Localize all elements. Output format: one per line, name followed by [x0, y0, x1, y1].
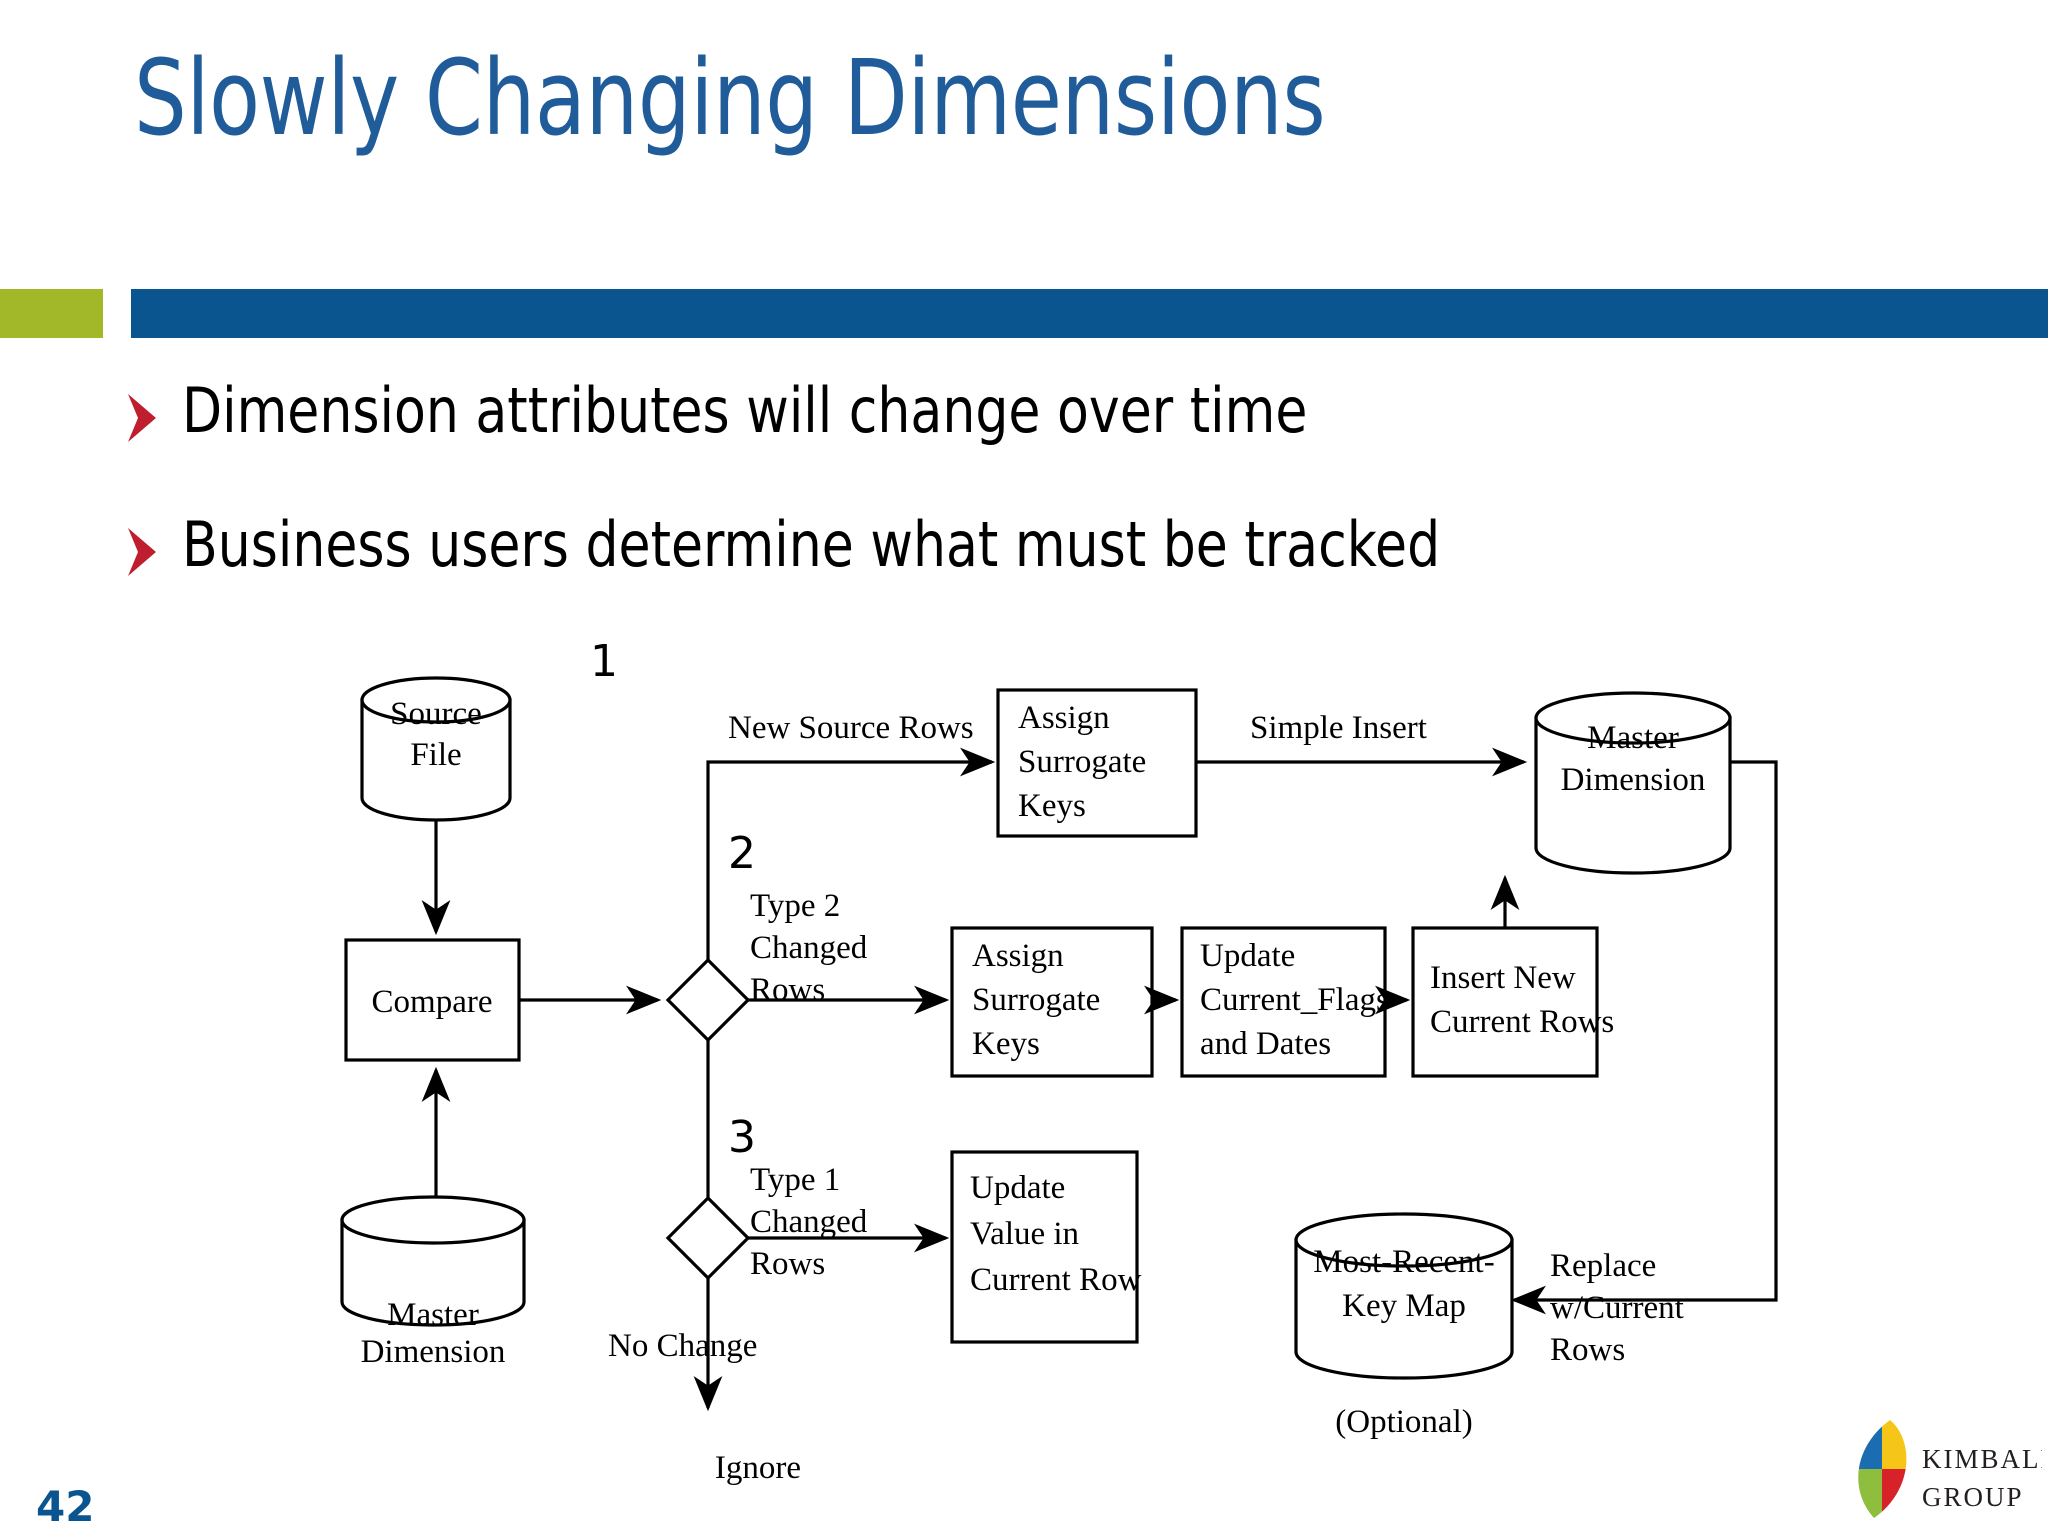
node-source-file-label-2: File: [410, 737, 461, 773]
node-update-flags-label-3: and Dates: [1200, 1026, 1331, 1062]
node-update-value-label-3: Current Row: [970, 1262, 1142, 1298]
node-update-flags-label-1: Update: [1200, 938, 1295, 974]
edge-label-type1-l3: Rows: [750, 1246, 825, 1282]
chevron-right-icon: [120, 522, 166, 582]
node-assign-keys-new-label-2: Surrogate: [1018, 744, 1146, 780]
edge-label-no-change: No Change: [608, 1328, 757, 1364]
bullet-item-1-label: Dimension attributes will change over ti…: [182, 374, 1308, 447]
header-accent-bar-green: [0, 289, 103, 338]
edge-label-type1-l2: Changed: [750, 1204, 868, 1240]
leaf-mark-icon: [1858, 1420, 1907, 1518]
bullet-item-2-label: Business users determine what must be tr…: [182, 508, 1441, 581]
logo-text-line-2: GROUP: [1922, 1482, 2024, 1512]
header-accent-bar-blue: [131, 289, 2048, 338]
bullet-item-1: Dimension attributes will change over ti…: [120, 378, 1522, 448]
step-3-number: 3: [728, 1112, 756, 1163]
edge-label-replace-l2: w/Current: [1550, 1290, 1684, 1326]
node-update-value-label-2: Value in: [970, 1216, 1079, 1252]
node-compare: Compare: [344, 938, 521, 1062]
node-update-value-label-1: Update: [970, 1170, 1065, 1206]
node-update-flags-label-2: Current_Flags: [1200, 982, 1389, 1018]
bullet-item-2: Business users determine what must be tr…: [120, 512, 1680, 582]
edge-label-type2-l2: Changed: [750, 930, 868, 966]
page-title: Slowly Changing Dimensions: [134, 37, 1326, 159]
node-source-file: Source File: [360, 676, 512, 822]
node-insert-new-rows: Insert New Current Rows: [1411, 926, 1614, 1078]
node-key-map-optional-label: (Optional): [1335, 1404, 1472, 1440]
step-1-number: 1: [590, 640, 618, 687]
node-key-map: Most-Recent- Key Map (Optional): [1294, 1212, 1514, 1440]
edge-label-replace-l3: Rows: [1550, 1332, 1625, 1368]
node-assign-keys-new: Assign Surrogate Keys: [996, 688, 1198, 838]
node-source-file-label-1: Source: [390, 696, 482, 732]
node-master-dimension-source: Master Dimension: [340, 1195, 526, 1370]
edge-label-type1-l1: Type 1: [750, 1162, 840, 1198]
logo-text-line-1: KIMBALL: [1922, 1444, 2042, 1474]
edge-master-dimension-to-key-map: [1510, 760, 1778, 1315]
node-insert-new-label-1: Insert New: [1430, 960, 1576, 996]
kimball-group-logo: KIMBALL GROUP: [1852, 1418, 2042, 1524]
edge-label-simple-insert: Simple Insert: [1250, 710, 1427, 746]
node-master-dimension-target-label-2: Dimension: [1561, 762, 1706, 798]
node-decision-1: [665, 957, 751, 1043]
node-compare-label: Compare: [372, 984, 493, 1020]
step-2-number: 2: [728, 828, 756, 879]
scd-flow-diagram: Source File Compare Master Dimension: [250, 640, 1870, 1520]
node-assign-keys-type2: Assign Surrogate Keys: [950, 926, 1154, 1078]
node-update-flags-dates: Update Current_Flags and Dates: [1180, 926, 1389, 1078]
node-decision-2: [665, 1195, 751, 1281]
edge-label-type2-l3: Rows: [750, 972, 825, 1008]
node-update-value: Update Value in Current Row: [950, 1150, 1142, 1344]
node-master-dimension-target-label-1: Master: [1587, 720, 1679, 756]
node-assign-keys-type2-label-1: Assign: [972, 938, 1064, 974]
node-master-dimension-source-label-2: Dimension: [361, 1334, 506, 1370]
node-key-map-label-2: Key Map: [1342, 1288, 1466, 1324]
node-key-map-label-1: Most-Recent-: [1313, 1244, 1494, 1280]
edge-label-type2-l1: Type 2: [750, 888, 840, 924]
node-master-dimension-target: Master Dimension: [1534, 691, 1732, 875]
node-ignore-label: Ignore: [715, 1450, 801, 1486]
node-assign-keys-type2-label-3: Keys: [972, 1026, 1040, 1062]
edge-label-replace-l1: Replace: [1550, 1248, 1656, 1284]
page-number: 42: [36, 1482, 95, 1531]
edge-decision1-to-assign-keys-new: [706, 747, 996, 960]
node-insert-new-label-2: Current Rows: [1430, 1004, 1614, 1040]
edge-label-new-source-rows: New Source Rows: [728, 710, 974, 746]
node-assign-keys-type2-label-2: Surrogate: [972, 982, 1100, 1018]
node-assign-keys-new-label-1: Assign: [1018, 700, 1110, 736]
node-master-dimension-source-label-1: Master: [387, 1297, 479, 1333]
chevron-right-icon: [120, 388, 166, 448]
node-assign-keys-new-label-3: Keys: [1018, 788, 1086, 824]
